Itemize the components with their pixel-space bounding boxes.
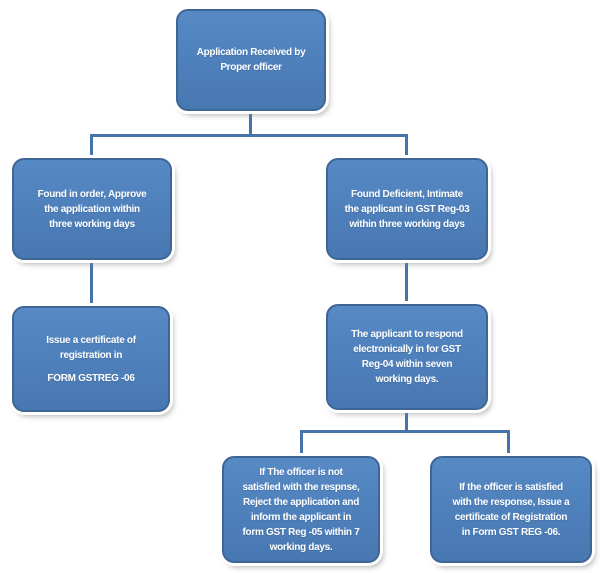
connector-to-officer-not-satisfied bbox=[300, 430, 303, 459]
node-application-received: Application Received by Proper officer bbox=[176, 9, 326, 111]
node-found-in-order: Found in order, Approve the application … bbox=[12, 158, 172, 260]
node-label: Application Received by Proper officer bbox=[196, 47, 306, 73]
connector-to-applicant-respond bbox=[405, 258, 408, 307]
connector-to-issue-certificate bbox=[90, 258, 93, 309]
node-label: Found in order, Approve the application … bbox=[37, 188, 147, 230]
connector-to-found-in-order bbox=[90, 134, 93, 161]
node-found-deficient: Found Deficient, Intimate the applicant … bbox=[326, 158, 488, 260]
connector-top-stem bbox=[249, 110, 252, 137]
connector-bottom-stem bbox=[405, 408, 408, 433]
node-label-form: FORM GSTREG -06 bbox=[47, 372, 135, 384]
connector-level2-branch bbox=[90, 134, 408, 137]
node-issue-certificate: Issue a certificate of registration in F… bbox=[12, 306, 170, 412]
node-label: If The officer is not satisfied with the… bbox=[242, 466, 360, 553]
node-officer-not-satisfied: If The officer is not satisfied with the… bbox=[222, 456, 380, 563]
node-officer-satisfied: If the officer is satisfied with the res… bbox=[430, 456, 592, 563]
node-label: Issue a certificate of registration in bbox=[46, 334, 136, 361]
node-label: Found Deficient, Intimate the applicant … bbox=[344, 188, 470, 230]
node-applicant-respond: The applicant to respond electronically … bbox=[326, 304, 488, 410]
connector-to-found-deficient bbox=[405, 134, 408, 161]
connector-level4-branch bbox=[300, 430, 510, 433]
connector-to-officer-satisfied bbox=[507, 430, 510, 459]
node-label: If the officer is satisfied with the res… bbox=[452, 481, 570, 538]
node-label: The applicant to respond electronically … bbox=[351, 329, 463, 385]
